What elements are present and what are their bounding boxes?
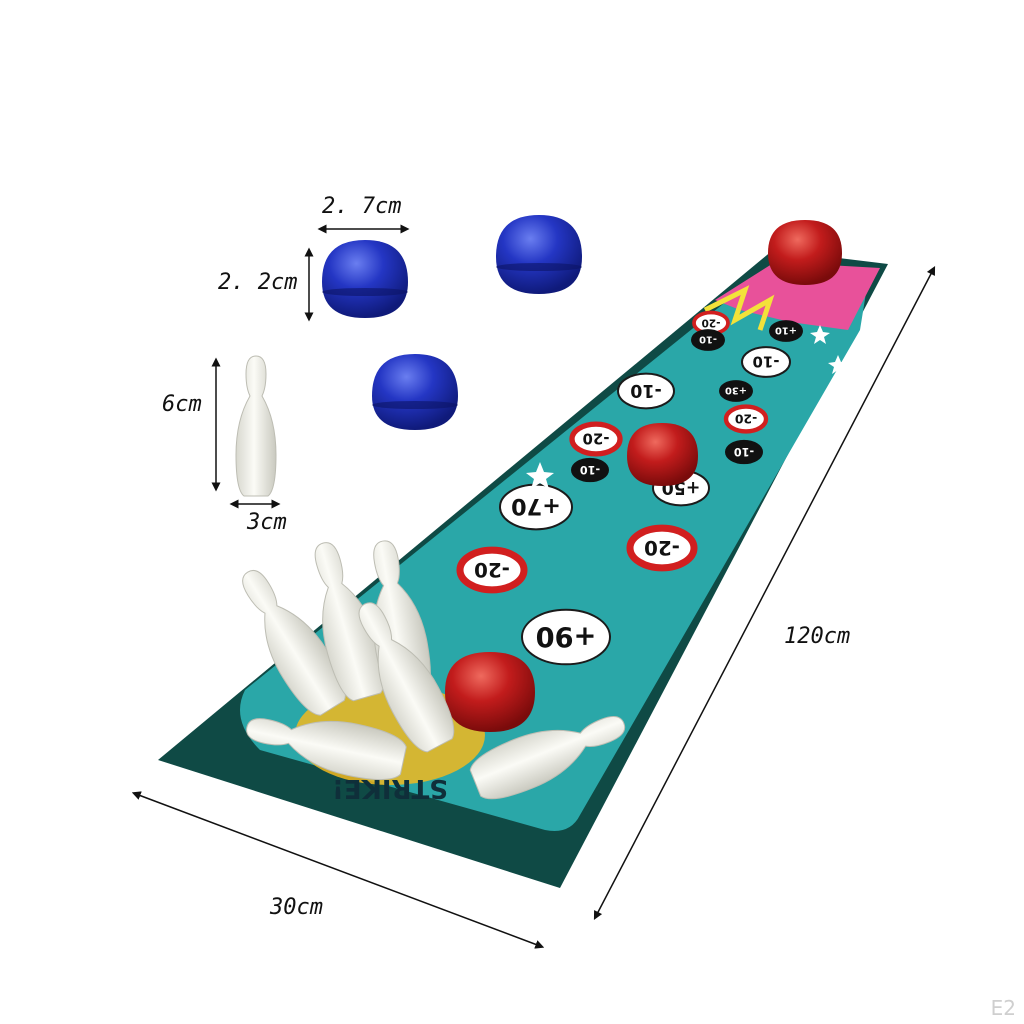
star-icon [526, 462, 554, 489]
score-marker: +10 [769, 320, 803, 342]
blue-ball [496, 215, 582, 294]
mat-width-line [131, 791, 545, 949]
score-marker: -20 [723, 404, 769, 434]
score-label: +90 [536, 620, 597, 651]
score-marker: -10 [691, 329, 725, 351]
score-label: -10 [734, 445, 754, 458]
bowling-mat: STRIKE! -20-10+10-10+30-10-20-20-10-10+5… [158, 250, 888, 888]
score-label: -20 [474, 558, 510, 581]
score-marker: -20 [626, 524, 698, 572]
score-marker: -10 [725, 439, 763, 465]
score-marker: -10 [617, 372, 675, 410]
score-label: +30 [725, 384, 747, 395]
bowling-pin [358, 602, 455, 753]
score-label: +10 [775, 324, 797, 335]
bowling-pin [242, 569, 346, 716]
score-label: -10 [753, 353, 780, 371]
red-ball [768, 220, 842, 285]
blue-balls [322, 215, 582, 430]
bowling-pin [246, 718, 407, 781]
reference-pin [235, 355, 277, 497]
mat-length-label: 120cm [784, 624, 851, 649]
score-marker: -20 [569, 421, 623, 457]
ball-height-label: 2. 2cm [218, 270, 298, 295]
score-label: -10 [630, 380, 661, 400]
score-marker: +30 [719, 380, 753, 402]
score-label: -20 [644, 536, 680, 559]
score-marker: -10 [571, 457, 609, 483]
bowling-pins [242, 540, 626, 800]
score-marker: +90 [521, 608, 611, 666]
blue-ball [322, 240, 408, 318]
mat-length-line [593, 266, 936, 920]
dimension-lines [131, 224, 936, 949]
pin-height-label: 6cm [162, 392, 202, 417]
mat-width-label: 30cm [270, 895, 323, 920]
score-marker: +70 [499, 483, 573, 531]
score-marker: -10 [741, 346, 791, 378]
score-label: -20 [583, 430, 610, 448]
score-label: +70 [511, 493, 561, 519]
bowling-pin [314, 542, 385, 702]
corner-mark: E2 [990, 996, 1016, 1020]
score-label: -20 [701, 316, 720, 328]
score-label: -10 [699, 333, 717, 344]
red-ball [627, 423, 698, 486]
score-label: -10 [580, 463, 600, 476]
score-label: -20 [734, 412, 757, 427]
blue-ball [372, 354, 458, 430]
ball-width-label: 2. 7cm [322, 194, 402, 219]
pin-width-label: 3cm [247, 510, 287, 535]
score-marker: -20 [456, 546, 528, 594]
red-ball [445, 652, 535, 732]
